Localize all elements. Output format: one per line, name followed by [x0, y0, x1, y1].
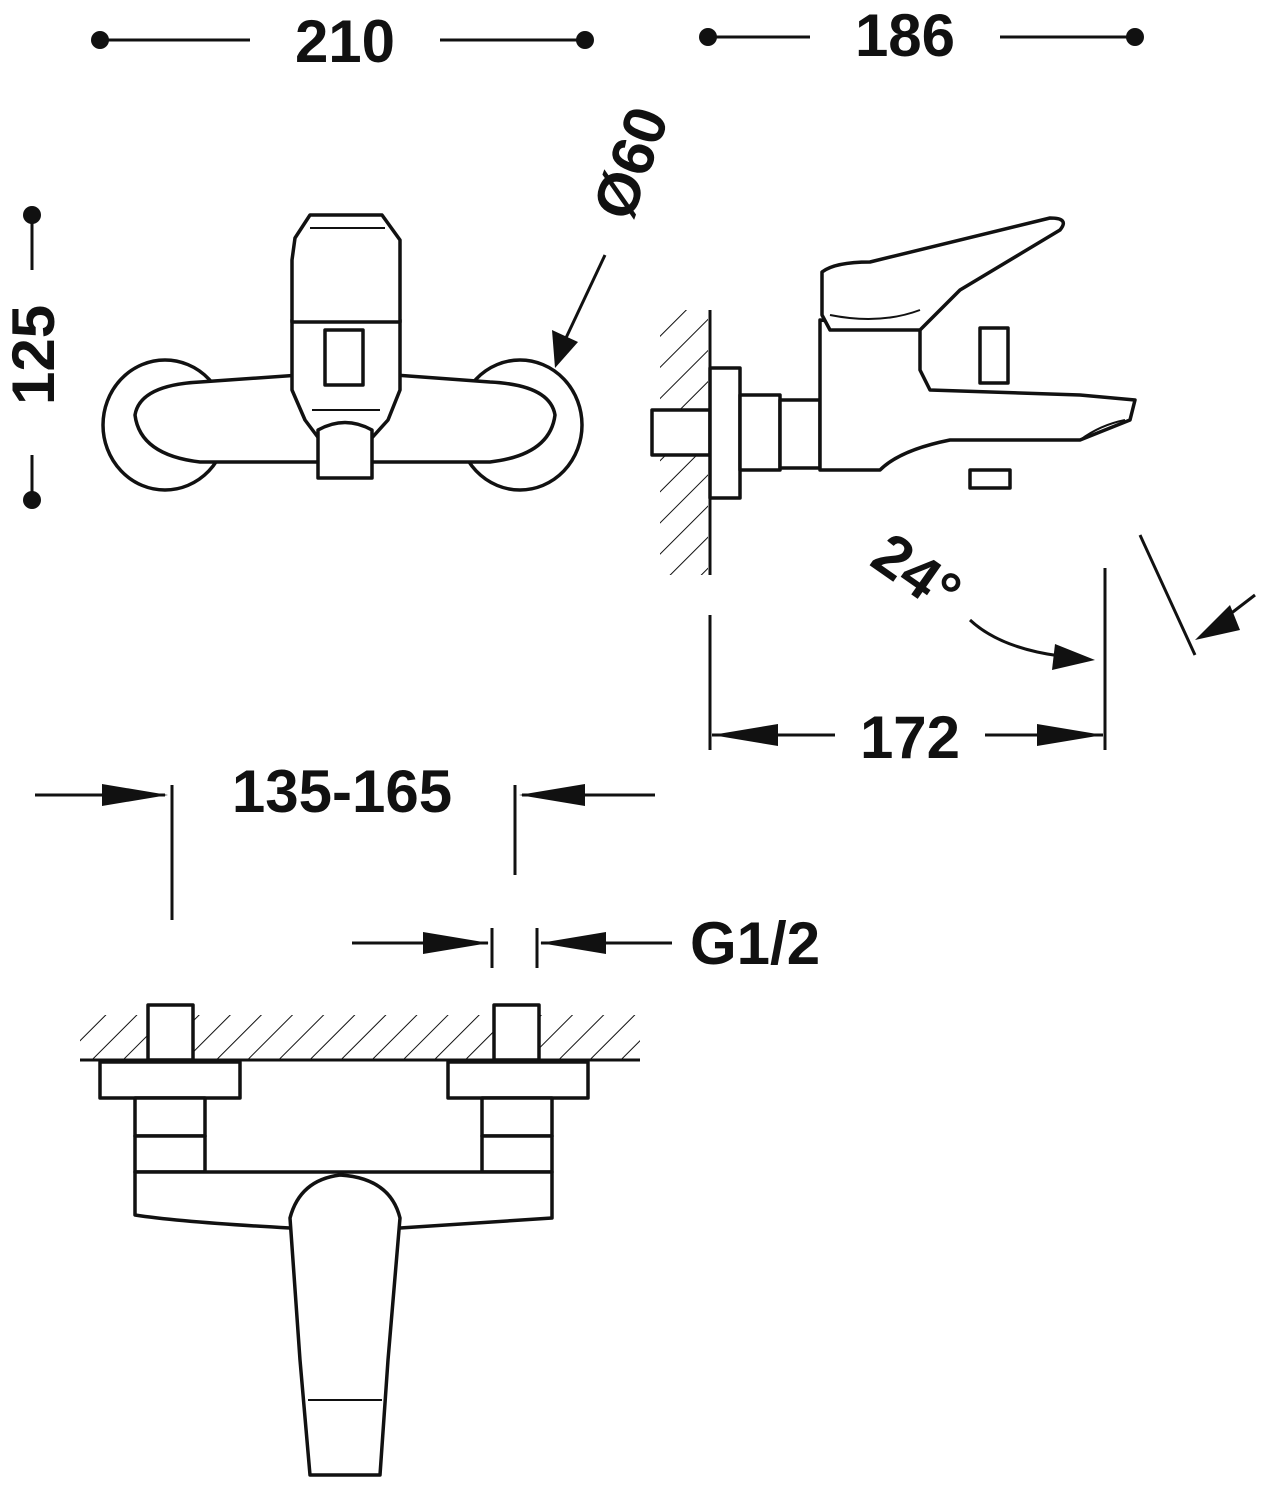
label-height: 125	[0, 305, 67, 405]
label-connection-thread: G1/2	[690, 910, 820, 977]
front-view	[101, 213, 584, 492]
label-angle: 24°	[860, 520, 973, 627]
label-overall-depth: 186	[855, 2, 955, 69]
label-overall-width: 210	[295, 8, 395, 75]
label-diameter: Ø60	[580, 98, 682, 227]
dimension-thread: G1/2	[352, 910, 820, 977]
dimension-186: 186	[699, 2, 1144, 69]
dimension-210: 210	[91, 8, 594, 75]
dimension-125: 125	[0, 206, 67, 509]
dimension-center-distance: 135-165	[35, 758, 655, 920]
side-view	[650, 216, 1137, 575]
label-center-distance: 135-165	[232, 758, 452, 825]
dimension-172: 172	[708, 568, 1107, 771]
label-spout-reach: 172	[860, 704, 960, 771]
top-view	[80, 1003, 640, 1477]
dimension-angle: 24°	[860, 520, 1256, 670]
